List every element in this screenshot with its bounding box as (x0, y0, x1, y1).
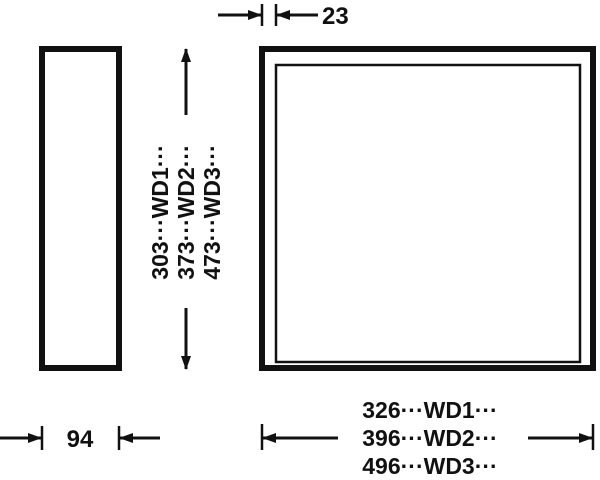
front-view-inner-outline (274, 63, 582, 364)
frame-depth-label: 23 (322, 3, 349, 30)
width-label-wd2: 396···WD2··· (362, 425, 497, 451)
side-view-outline (39, 46, 122, 371)
height-label-wd3: 473···WD3··· (199, 144, 225, 279)
front-view-outer-outline (259, 46, 596, 371)
width-label-wd1: 326···WD1··· (362, 397, 497, 423)
height-label-group: 303···WD1··· 373···WD2··· 473···WD3··· (147, 144, 225, 279)
width-label-wd3: 496···WD3··· (362, 453, 497, 479)
height-label-wd1: 303···WD1··· (147, 144, 173, 279)
height-label-wd2: 373···WD2··· (173, 144, 199, 279)
side-depth-label: 94 (67, 426, 94, 453)
